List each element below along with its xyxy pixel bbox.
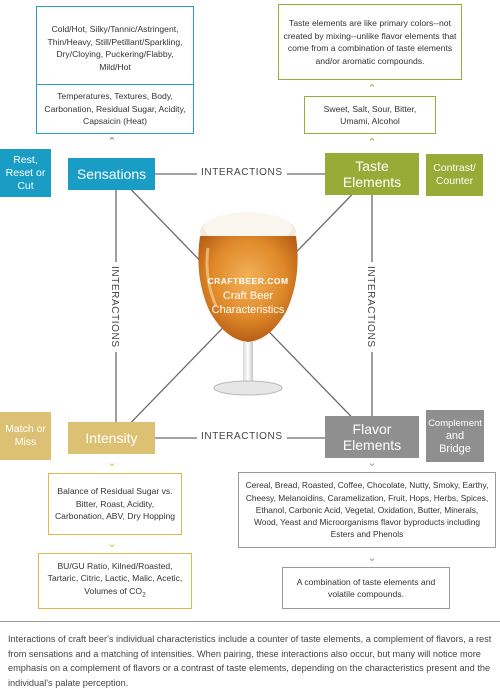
center-title-line1: Craft Beer — [222, 290, 274, 302]
side-contrast-line1: Contrast/ — [433, 162, 476, 174]
interactions-label-top: INTERACTIONS — [197, 167, 287, 178]
side-complement-line3: Bridge — [439, 442, 471, 455]
arrow-up-icon: ⌃ — [367, 83, 377, 95]
intensity-measures-main: BU/GU Ratio, Kilned/Roasted, Tartaric, C… — [47, 560, 183, 596]
intensity-balance: Balance of Residual Sugar vs. Bitter, Ro… — [48, 473, 182, 535]
arrow-up-icon: ⌃ — [107, 136, 117, 148]
side-match-line2: Miss — [14, 436, 37, 448]
node-taste-line1: Taste — [355, 158, 389, 174]
node-sensations: Sensations — [68, 158, 155, 190]
arrow-down-icon: ⌄ — [367, 552, 377, 564]
side-contrast-line2: Counter — [435, 175, 474, 187]
side-match-line1: Match or — [5, 423, 46, 435]
arrow-down-icon: ⌄ — [367, 457, 377, 469]
side-rest-line3: Cut — [17, 179, 34, 192]
caption-divider — [0, 621, 500, 622]
node-flavor-line2: Elements — [342, 437, 402, 453]
node-flavor-elements: Flavor Elements — [325, 416, 419, 458]
arrow-down-icon: ⌄ — [107, 538, 117, 550]
node-intensity-label: Intensity — [85, 430, 138, 446]
node-taste-line2: Elements — [342, 174, 402, 190]
sensations-factors: Temperatures, Textures, Body, Carbonatio… — [36, 84, 194, 134]
intensity-measures: BU/GU Ratio, Kilned/Roasted, Tartaric, C… — [38, 553, 192, 609]
taste-definition: Taste elements are like primary colors--… — [278, 4, 462, 80]
interactions-label-bottom: INTERACTIONS — [197, 431, 287, 442]
co2-subscript: 2 — [142, 591, 146, 599]
taste-list: Sweet, Salt, Sour, Bitter, Umami, Alcoho… — [304, 96, 436, 134]
center-logo: CRAFTBEER.COM — [207, 276, 289, 286]
side-complement-bridge: Complement and Bridge — [426, 410, 484, 462]
center-title-line2: Characteristics — [211, 304, 285, 316]
side-rest-reset-cut: Rest, Reset or Cut — [0, 149, 51, 197]
flavor-definition: A combination of taste elements and vola… — [282, 567, 450, 609]
side-match-or-miss: Match or Miss — [0, 412, 51, 460]
node-intensity: Intensity — [68, 422, 155, 454]
node-taste-elements: Taste Elements — [325, 153, 419, 195]
intensity-measures-text: BU/GU Ratio, Kilned/Roasted, Tartaric, C… — [43, 560, 187, 602]
interactions-label-right: INTERACTIONS — [365, 262, 376, 352]
side-contrast-counter: Contrast/ Counter — [426, 154, 483, 196]
arrow-down-icon: ⌄ — [107, 457, 117, 469]
node-sensations-label: Sensations — [76, 166, 147, 182]
side-complement-line1: Complement — [428, 417, 482, 429]
sensations-sensations-list: Cold/Hot, Silky/Tannic/Astringent, Thin/… — [36, 6, 194, 90]
side-complement-line2: and — [445, 429, 465, 442]
node-flavor-line1: Flavor — [352, 421, 392, 437]
side-rest-line1: Rest, — [13, 153, 38, 166]
flavor-list: Cereal, Bread, Roasted, Coffee, Chocolat… — [238, 472, 496, 548]
arrow-up-icon: ⌃ — [367, 137, 377, 149]
interactions-label-left: INTERACTIONS — [109, 262, 120, 352]
side-rest-line2: Reset or — [5, 166, 46, 179]
caption-text: Interactions of craft beer's individual … — [8, 634, 492, 688]
beer-glass-illustration — [198, 212, 298, 396]
